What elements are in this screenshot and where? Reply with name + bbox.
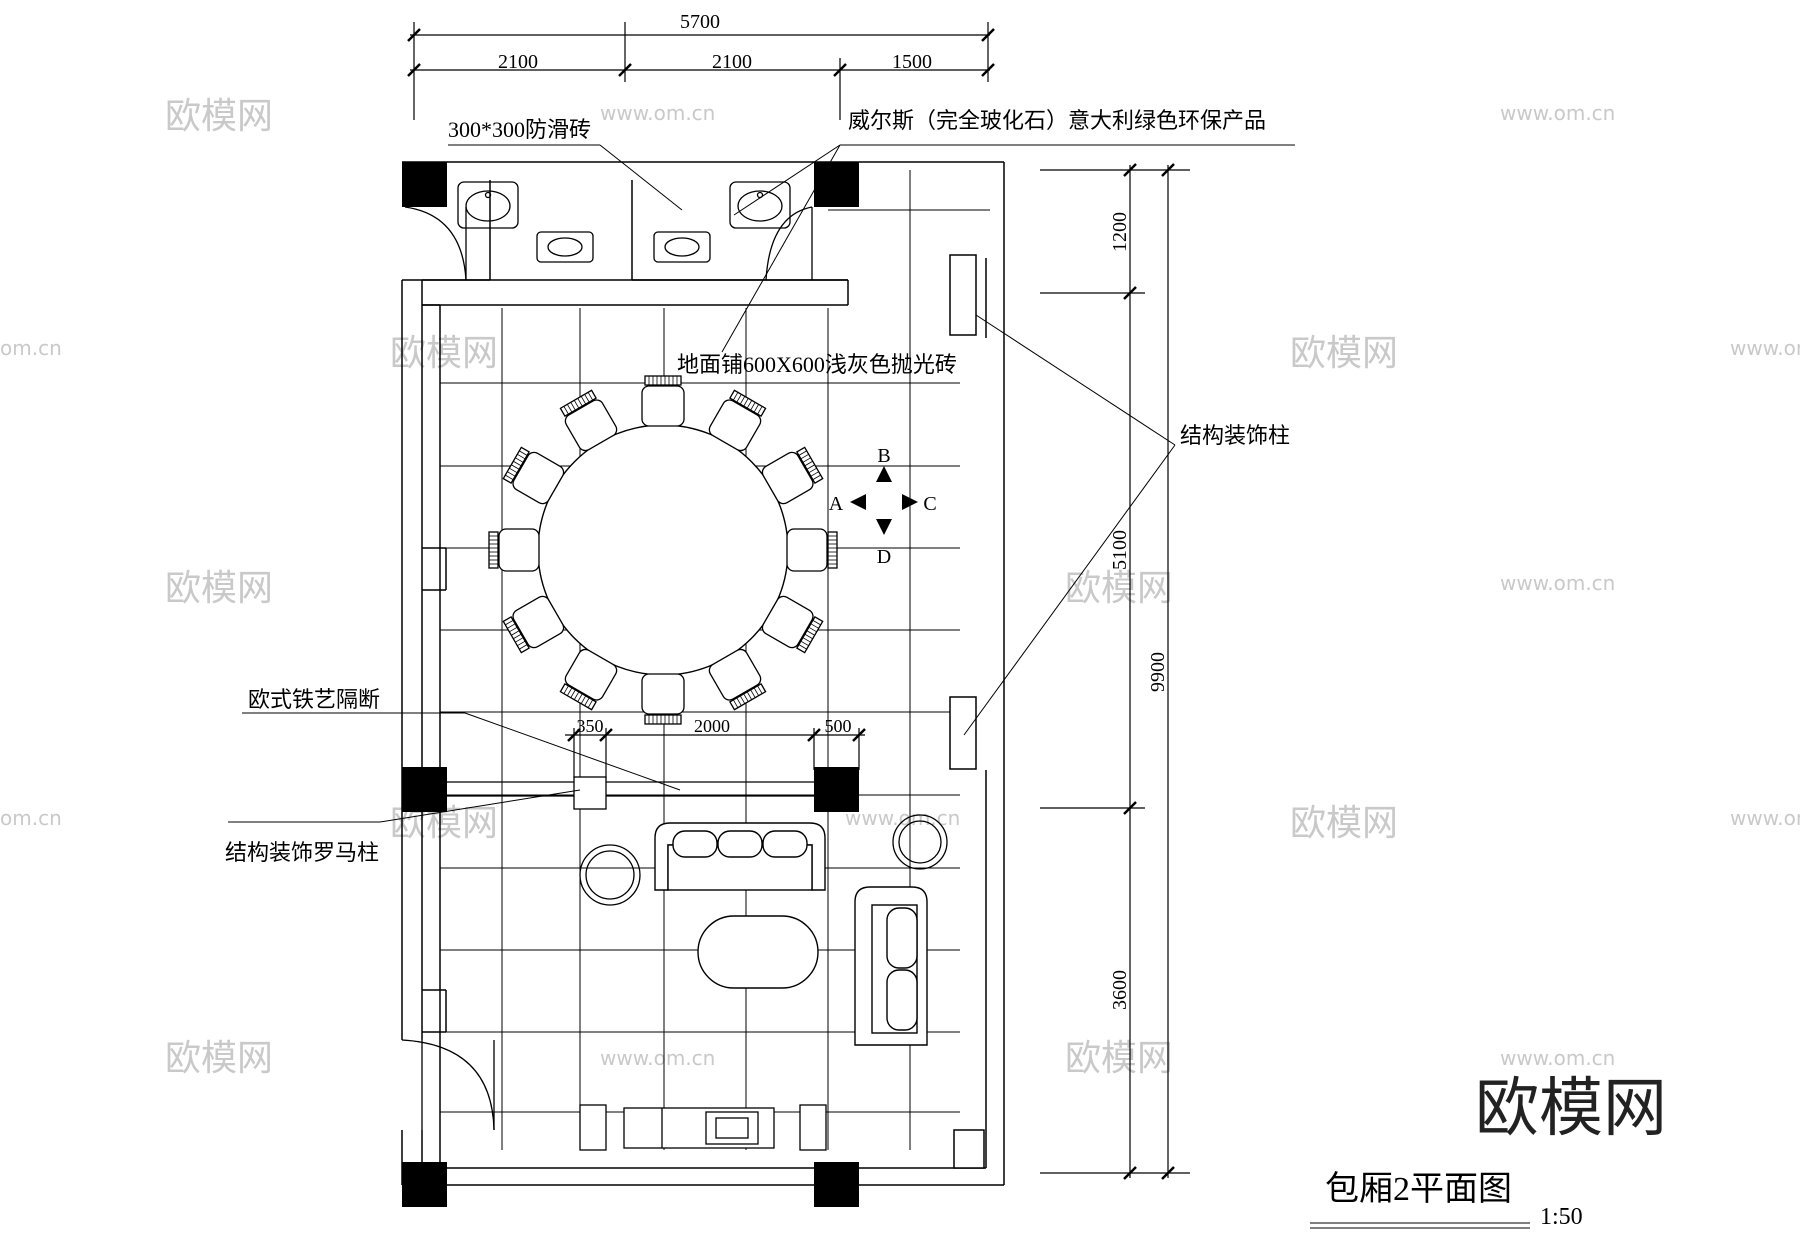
view-arrow-b-icon bbox=[876, 466, 892, 482]
dining-chair bbox=[502, 595, 565, 654]
watermark-site: www.om.cn bbox=[600, 101, 715, 125]
drawing-title: 包厢2平面图 bbox=[1325, 1170, 1512, 1208]
round-side-table bbox=[579, 814, 948, 906]
dimension-label-total-depth: 9900 bbox=[1147, 652, 1169, 692]
three-seat-sofa bbox=[654, 822, 826, 891]
dimension-label: 2000 bbox=[694, 716, 730, 736]
iron-partition bbox=[447, 776, 814, 810]
dining-chairs bbox=[488, 375, 838, 725]
view-label-c: C bbox=[923, 493, 936, 515]
watermark-layer: 欧模网 www.om.cn www.om.cn om.cn 欧模网 欧模网 ww… bbox=[0, 96, 1800, 1079]
view-arrow-c-icon bbox=[902, 494, 918, 510]
view-direction-markers bbox=[850, 466, 918, 535]
view-arrow-d-icon bbox=[876, 519, 892, 535]
view-arrow-a-icon bbox=[850, 494, 866, 510]
watermark-site: www.om.cn bbox=[1500, 1046, 1615, 1070]
dimension-label: 1500 bbox=[892, 51, 932, 73]
watermark-brand-large: 欧模网 bbox=[1475, 1072, 1667, 1146]
dimension-label: 5100 bbox=[1109, 530, 1131, 570]
annotation-iron-partition: 欧式铁艺隔断 bbox=[248, 687, 380, 712]
decor-column-right bbox=[949, 254, 985, 1169]
dining-chair bbox=[761, 595, 824, 654]
dimension-label: 500 bbox=[825, 716, 852, 736]
dining-chair bbox=[488, 528, 540, 572]
room-walls bbox=[401, 161, 1005, 1186]
watermark-site: www.om.cn bbox=[1500, 571, 1615, 595]
dining-chair bbox=[559, 389, 618, 452]
dimension-label-total-width: 5700 bbox=[680, 11, 720, 33]
entrance-door bbox=[401, 1039, 495, 1131]
watermark-site-partial: om.cn bbox=[0, 336, 62, 360]
view-label-d: D bbox=[877, 546, 891, 568]
view-label-b: B bbox=[877, 445, 890, 467]
watermark-brand: 欧模网 bbox=[390, 333, 498, 374]
view-label-a: A bbox=[829, 493, 844, 515]
annotation-brand-note: 威尔斯（完全玻化石）意大利绿色环保产品 bbox=[848, 108, 1266, 133]
watermark-brand: 欧模网 bbox=[1065, 1038, 1173, 1079]
watermark-site: www.om.cn bbox=[1500, 101, 1615, 125]
annotation-roman-column: 结构装饰罗马柱 bbox=[225, 840, 379, 865]
right-dimension-chain bbox=[1040, 163, 1190, 1180]
restroom-left bbox=[404, 181, 594, 281]
tv-cabinet bbox=[579, 1104, 827, 1151]
two-seat-sofa bbox=[854, 886, 928, 1046]
watermark-brand: 欧模网 bbox=[1290, 333, 1398, 374]
dining-chair bbox=[559, 648, 618, 711]
watermark-site: www.om.cn bbox=[1730, 806, 1800, 830]
watermark-site: www.om.cn bbox=[845, 806, 960, 830]
watermark-site-partial: om.cn bbox=[0, 806, 62, 830]
dining-chair bbox=[502, 446, 565, 505]
dimension-label: 2100 bbox=[498, 51, 538, 73]
watermark-site: www.om.cn bbox=[600, 1046, 715, 1070]
leader-lines bbox=[228, 144, 1530, 1229]
partition-dimension bbox=[565, 728, 866, 778]
top-dimension-chain bbox=[407, 22, 995, 120]
annotation-decor-column: 结构装饰柱 bbox=[1180, 423, 1290, 448]
watermark-brand: 欧模网 bbox=[165, 96, 273, 137]
watermark-brand: 欧模网 bbox=[165, 1038, 273, 1079]
watermark-site: www.om.cn bbox=[1730, 336, 1800, 360]
structural-columns bbox=[402, 162, 859, 1207]
drawing-scale: 1:50 bbox=[1540, 1204, 1583, 1230]
watermark-brand: 欧模网 bbox=[1065, 568, 1173, 609]
watermark-brand: 欧模网 bbox=[165, 568, 273, 609]
dining-chair bbox=[708, 389, 767, 452]
coffee-table bbox=[697, 915, 819, 989]
dining-chair bbox=[641, 375, 685, 427]
dimension-label: 1200 bbox=[1109, 212, 1131, 252]
dining-chair bbox=[786, 528, 838, 572]
dining-chair bbox=[761, 446, 824, 505]
annotation-floor-tile: 地面铺600X600浅灰色抛光砖 bbox=[677, 352, 957, 377]
dimension-label: 350 bbox=[577, 716, 604, 736]
annotation-antislip-tile: 300*300防滑砖 bbox=[448, 117, 591, 142]
dining-chair bbox=[708, 648, 767, 711]
round-dining-table bbox=[537, 424, 789, 676]
dimension-label: 3600 bbox=[1109, 970, 1131, 1010]
restroom-right bbox=[653, 181, 813, 281]
dimension-label: 2100 bbox=[712, 51, 752, 73]
dining-chair bbox=[641, 673, 685, 725]
watermark-brand: 欧模网 bbox=[1290, 803, 1398, 844]
